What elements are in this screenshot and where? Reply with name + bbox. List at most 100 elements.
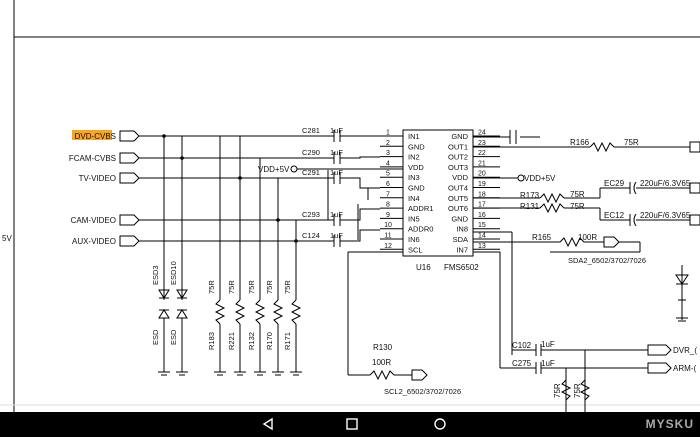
input-cap-value: 1uF — [330, 148, 343, 157]
vdd-left-label: VDD+5V — [258, 165, 290, 174]
dvr-net-label: DVR_( — [673, 346, 697, 355]
android-nav-bar: MYSKU — [0, 412, 700, 437]
ic-left-pin-name: ADDR1 — [408, 204, 433, 213]
bottom-network — [347, 251, 672, 412]
input-cap-value: 1uF — [330, 231, 343, 240]
bottom-resistor-ref: R171 — [283, 332, 292, 350]
ic-left-pin-number: 2 — [386, 140, 390, 147]
arm-net-label: ARM-( — [673, 364, 696, 373]
sda-net-label: SDA2_6502/3702/7026 — [568, 256, 646, 265]
ic-right-pin-number: 22 — [478, 150, 486, 157]
ic-right-pin-number: 17 — [478, 202, 486, 209]
bottom-resistor-value: 75R — [247, 280, 256, 294]
esd-diode — [176, 309, 188, 319]
bottom-resistor-value: 75R — [265, 280, 274, 294]
input-label: TV-VIDEO — [79, 174, 116, 183]
esd-ref-label: ESD3 — [151, 265, 160, 285]
ic-left-pin-name: ADDR0 — [408, 225, 433, 234]
input-port-symbol — [119, 130, 140, 142]
input-cap-label: C124 — [302, 231, 320, 240]
esd-diode — [158, 309, 170, 319]
ic-left-pin-number: 6 — [386, 181, 390, 188]
input-cap-label: C290 — [302, 148, 320, 157]
cap-to-ic-line — [340, 177, 380, 189]
search-highlight — [72, 130, 112, 140]
ic-left-pin-number: 1 — [386, 130, 390, 137]
ic-right-pin-name: GND — [451, 214, 468, 223]
ic-right-pin-number: 23 — [478, 140, 486, 147]
esd-diode — [158, 289, 170, 299]
ic-ref: U16 — [416, 263, 431, 272]
nav-back-button[interactable] — [248, 412, 288, 437]
c102-label: C102 — [512, 341, 532, 350]
bottom-resistor-value: 75R — [283, 280, 292, 294]
ic-left-pin-number: 4 — [386, 160, 390, 167]
r173-label: R173 — [520, 191, 540, 200]
nav-recents-button[interactable] — [420, 412, 460, 437]
left-edge-label: 5V — [2, 234, 12, 243]
mysku-watermark: MYSKU — [645, 417, 694, 431]
ic-left-pin-number: 9 — [386, 212, 390, 219]
scl-net-label: SCL2_6502/3702/7026 — [384, 387, 461, 396]
ic-part: FMS6502 — [444, 263, 479, 272]
esd-group: ESD3ESDESD10ESD75RR18375RR22175RR13275RR… — [151, 261, 302, 376]
ic-left-pin-name: IN6 — [408, 235, 420, 244]
ec29-label: EC29 — [604, 179, 625, 188]
ic-right-pin-name: IN8 — [456, 225, 468, 234]
bottom-resistor-value: 75R — [227, 280, 236, 294]
r131-label: R131 — [520, 202, 540, 211]
nav-home-button[interactable] — [332, 412, 372, 437]
ic-right-pin-name: OUT2 — [448, 153, 468, 162]
cap-to-ic-line — [340, 156, 380, 159]
ic-pins: IN11GND2IN23VDD4IN35GND6IN47ADDR18IN59AD… — [380, 130, 500, 254]
ic-right-pin-name: OUT6 — [448, 204, 468, 213]
input-port-symbol — [119, 172, 140, 184]
r130-label: R130 — [373, 343, 393, 352]
ic-right-pin-number: 24 — [478, 130, 486, 137]
ic-left-pin-name: IN4 — [408, 194, 420, 203]
ic-left-pin-number: 10 — [384, 222, 392, 229]
esd-ref-label: ESD10 — [169, 261, 178, 285]
cap-to-ic-line — [340, 229, 380, 242]
ic-right-pin-number: 16 — [478, 212, 486, 219]
r130-value: 100R — [372, 358, 391, 367]
ic-left-pin-name: VDD — [408, 163, 424, 172]
ic-right-pin-number: 21 — [478, 160, 486, 167]
cap-to-ic-line — [340, 208, 380, 221]
input-label: DVD-CVBS — [75, 132, 116, 141]
home-icon — [346, 418, 358, 430]
ic-left-pin-number: 12 — [384, 243, 392, 250]
bottom-resistor-ref: R132 — [247, 332, 256, 350]
ic-right-pin-number: 13 — [478, 243, 486, 250]
r166-label: R166 — [570, 138, 590, 147]
right-network — [473, 130, 700, 368]
ic-right-pin-name: OUT4 — [448, 184, 468, 193]
input-cap-value: 1uF — [330, 168, 343, 177]
input-label: FCAM-CVBS — [69, 154, 116, 163]
ic-left-pin-number: 11 — [384, 233, 391, 240]
bus-lines — [163, 136, 369, 300]
ic-left-pin-name: IN2 — [408, 153, 420, 162]
bottom-resistor-value: 75R — [207, 280, 216, 294]
c275-label: C275 — [512, 359, 532, 368]
esd-type-label: ESD — [151, 329, 160, 345]
ic-left-pin-number: 8 — [386, 202, 390, 209]
esd-type-label: ESD — [169, 329, 178, 345]
input-label: CAM-VIDEO — [71, 216, 116, 225]
bottom-resistor — [290, 299, 302, 325]
r166-value: 75R — [624, 138, 639, 147]
ec29-value: 220uF/6.3V65 — [640, 179, 691, 188]
c102-value: 1uF — [541, 340, 555, 349]
ic-right-pin-name: OUT1 — [448, 142, 468, 151]
bottom-resistor — [234, 299, 246, 325]
vdd-right-label: VDD+5V — [524, 174, 556, 183]
ic-right-pin-name: SDA — [453, 235, 468, 244]
input-cap-label: C281 — [302, 126, 320, 135]
res-75r-left: 75R — [553, 383, 562, 398]
res-75r-right: 75R — [573, 383, 582, 398]
bottom-resistor-ref: R221 — [227, 332, 236, 350]
bottom-resistor — [254, 299, 266, 325]
r165-label: R165 — [532, 233, 552, 242]
c275-value: 1uF — [541, 359, 555, 368]
input-port-symbol — [119, 235, 140, 247]
